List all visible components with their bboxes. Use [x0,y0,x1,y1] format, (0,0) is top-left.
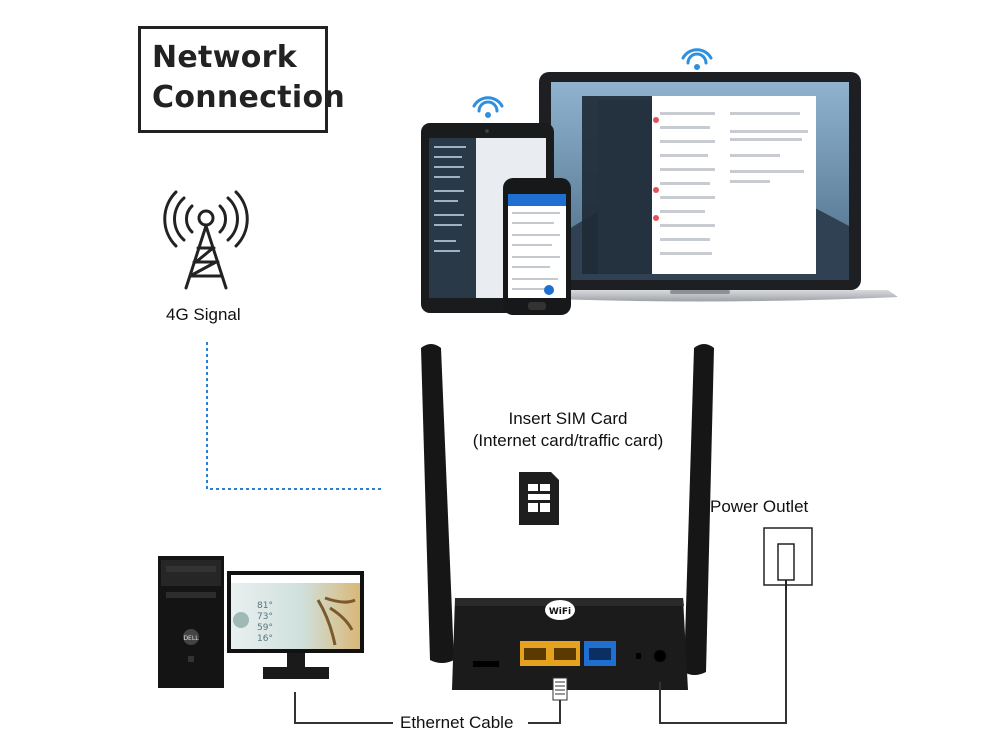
readout-4: 16° [257,634,273,644]
monitor-icon [227,571,364,679]
power-cable [659,590,787,724]
diagram-title: Network Connection [152,38,345,118]
sim-card-icon [519,472,559,525]
signal-line [206,342,384,490]
svg-text:DELL: DELL [183,635,199,642]
svg-text:WiFi: WiFi [549,607,571,617]
title-line-1: Network [152,40,297,75]
power-outlet-icon [763,527,813,590]
readout-1: 81° [257,601,273,611]
title-line-2: Connection [152,80,346,115]
readout-2: 73° [257,612,273,622]
ethernet-plug-icon [552,677,568,701]
readout-3: 59° [257,623,273,633]
wifi-icon [472,96,504,118]
power-outlet-label: Power Outlet [710,497,809,516]
sim-label: Insert SIM Card (Internet card/traffic c… [448,408,688,452]
laptop-icon [502,72,898,302]
sim-label-line-1: Insert SIM Card [508,409,628,428]
signal-label: 4G Signal [166,305,241,324]
wifi-icon [681,48,713,70]
cell-tower-icon [163,190,249,290]
title-box [138,26,328,133]
ethernet-cable [294,692,393,724]
phone-icon [503,178,571,315]
ethernet-cable-label: Ethernet Cable [400,713,514,732]
desktop-pc-icon: DELL [158,556,224,688]
sim-label-line-2: (Internet card/traffic card) [472,431,664,450]
monitor-readouts: 81° 73° 59° 16° [257,601,273,645]
ethernet-cable [528,700,561,724]
router-icon: WiFi [421,344,714,690]
